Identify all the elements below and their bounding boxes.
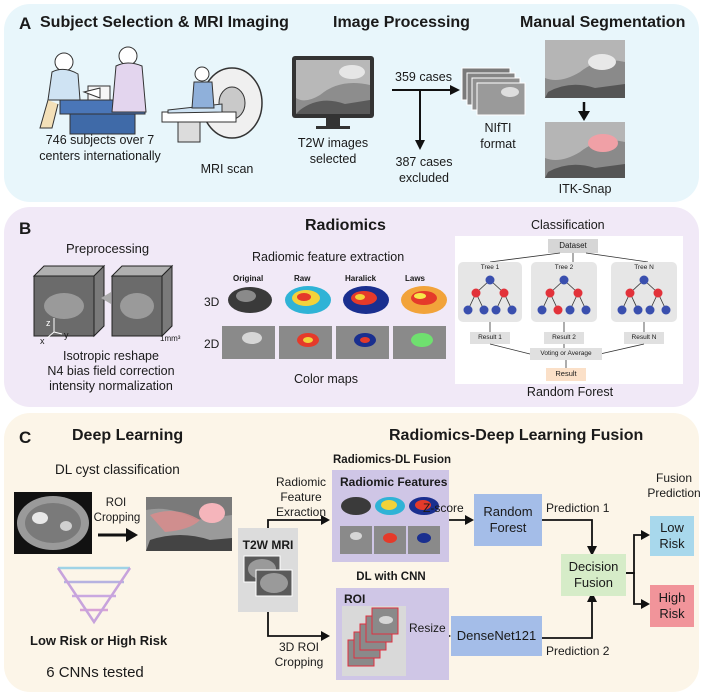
radiomic-features-label: Radiomic Features [340, 475, 448, 489]
preprocess-step-3: intensity normalization [49, 379, 173, 393]
forest-result-2: Result 2 [552, 334, 576, 341]
column-haralick: Haralick [345, 274, 377, 283]
roi-cropping-line2: Cropping [93, 512, 141, 524]
forest-tree-2: Tree 2 [554, 264, 574, 271]
forest-result-1: Result 1 [478, 334, 502, 341]
decision-fusion-box: Decision Fusion [561, 554, 626, 596]
preprocess-step-2: N4 bias field correction [47, 364, 175, 378]
preprocess-step-1: Isotropic reshape [63, 349, 159, 363]
dl-with-cnn-label: DL with CNN [356, 571, 426, 583]
radiomic-extraction-line2: Feature [280, 490, 322, 504]
panel-a-letter: A [19, 14, 32, 33]
color-maps-label: Color maps [294, 372, 358, 386]
t2w-mri-label: T2W MRI [242, 538, 294, 552]
forest-result-node: Result [555, 369, 577, 378]
prediction-1-label: Prediction 1 [546, 501, 610, 515]
low-risk-line2: Risk [659, 536, 685, 551]
random-forest-line1: Random [483, 504, 533, 520]
roi-label: ROI [344, 592, 366, 606]
random-forest-model-box: Random Forest [474, 494, 542, 546]
forest-result-n: Result N [631, 334, 657, 341]
axis-z-label: z [46, 318, 51, 328]
high-risk-line2: Risk [659, 606, 685, 621]
manual-segmentation-title: Manual Segmentation [520, 14, 686, 31]
cases-excluded-line1: 387 cases [395, 155, 453, 169]
roi3d-cropping-line2: Cropping [274, 655, 324, 669]
low-risk-line1: Low [660, 520, 684, 536]
decision-fusion-line2: Fusion [573, 575, 614, 590]
cnns-tested-label: 6 CNNs tested [46, 664, 144, 681]
dl-cyst-classification-label: DL cyst classification [55, 462, 180, 477]
forest-dataset-node: Dataset [559, 241, 587, 250]
fusion-prediction-line1: Fusion [655, 471, 693, 485]
prediction-2-label: Prediction 2 [546, 644, 610, 658]
cases-excluded-line2: excluded [398, 171, 450, 185]
radiomic-extraction-line3: Exraction [275, 505, 327, 519]
subjects-caption-line2: centers internationally [39, 149, 161, 163]
t2w-selected-line2: selected [309, 152, 357, 166]
axis-y-label: y [64, 330, 69, 340]
itk-snap-label: ITK-Snap [558, 182, 612, 196]
low-high-risk-label: Low Risk or High Risk [30, 633, 168, 648]
roi3d-cropping-line1: 3D ROI [278, 640, 319, 654]
low-risk-box: Low Risk [650, 516, 694, 556]
densenet-model-box: DenseNet121 [451, 616, 542, 656]
column-original: Original [233, 274, 264, 283]
subjects-caption-line1: 746 subjects over 7 [45, 133, 155, 147]
random-forest-line2: Forest [489, 520, 527, 535]
forest-voting-node: Voting or Average [540, 350, 592, 357]
forest-tree-n: Tree N [634, 264, 654, 271]
nifti-line1: NIfTI [484, 121, 512, 135]
column-laws: Laws [405, 274, 426, 283]
random-forest-caption: Random Forest [526, 385, 614, 399]
t2w-selected-line1: T2W images [297, 136, 369, 150]
panel-b-letter: B [19, 219, 32, 238]
column-raw: Raw [294, 274, 311, 283]
axis-x-label: x [40, 336, 45, 346]
densenet-label: DenseNet121 [456, 628, 537, 644]
deep-learning-title: Deep Learning [72, 427, 184, 444]
zscore-label: Z-score [423, 501, 464, 515]
radiomics-dl-fusion-label: Radiomics-DL Fusion [333, 454, 451, 466]
subject-selection-title: Subject Selection & MRI Imaging [40, 14, 289, 31]
classification-label: Classification [531, 218, 605, 232]
fusion-title: Radiomics-Deep Learning Fusion [389, 427, 644, 444]
forest-tree-1: Tree 1 [480, 264, 500, 271]
voxel-size-label: 1mm³ [160, 334, 181, 343]
high-risk-box: High Risk [650, 585, 694, 627]
nifti-line2: format [480, 137, 516, 151]
fusion-prediction-line2: Prediction [647, 486, 701, 500]
resize-label: Resize [409, 621, 446, 635]
cases-included-label: 359 cases [395, 70, 452, 84]
decision-fusion-line1: Decision [568, 559, 619, 575]
row-3d-label: 3D [204, 295, 220, 309]
radiomic-extraction-line1: Radiomic [275, 475, 326, 489]
row-2d-label: 2D [204, 337, 220, 351]
high-risk-line1: High [658, 590, 686, 606]
panel-c-letter: C [19, 428, 32, 447]
preprocessing-label: Preprocessing [66, 241, 150, 256]
feature-extraction-label: Radiomic feature extraction [252, 250, 405, 264]
radiomics-title: Radiomics [305, 217, 386, 234]
mri-scan-caption: MRI scan [200, 162, 254, 176]
roi-cropping-line1: ROI [105, 497, 127, 509]
image-processing-title: Image Processing [333, 14, 470, 31]
